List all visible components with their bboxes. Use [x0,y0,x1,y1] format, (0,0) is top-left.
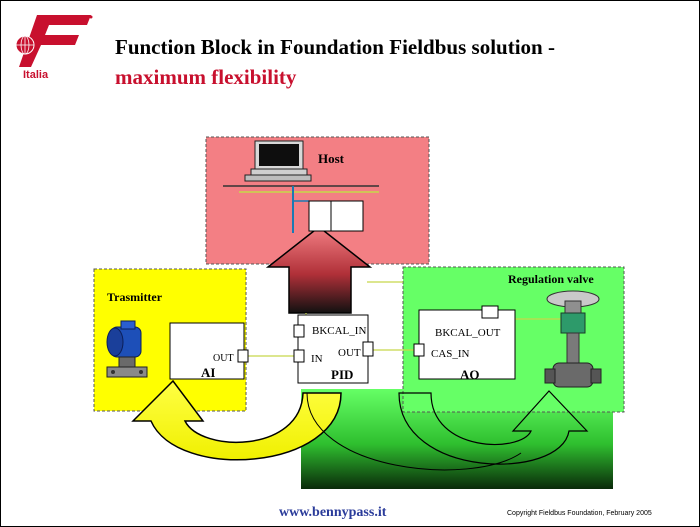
transmitter-label: Trasmitter [107,290,163,304]
host-label: Host [318,151,344,166]
feedback-arrow-to-valve [398,390,589,465]
logo-text: Italia [23,69,49,81]
ai-out-label: OUT [213,353,234,364]
pid-out-port [362,341,374,357]
pid-block [297,314,369,384]
pid-in-port [293,349,305,363]
ai-out-port [237,349,249,363]
logo [15,15,93,67]
pid-out-label: OUT [338,347,361,359]
ao-cas-in-label: CAS_IN [431,348,470,360]
valve-device-icon [544,290,602,388]
ao-block [418,309,516,380]
transmitter-device-icon [106,320,148,378]
footer-link[interactable]: www.bennypass.it [279,505,387,520]
ao-cas-in-port [413,343,425,357]
valve-label: Regulation valve [508,272,594,286]
page-title-line-2: maximum flexibility [115,65,297,89]
computer-icon [244,140,312,182]
ao-bkcal-out-port [481,305,499,319]
ao-block-name: AO [460,367,480,382]
ai-block-name: AI [201,365,216,380]
page-title-line-1: Function Block in Foundation Fieldbus so… [115,35,555,59]
footer-copyright: Copyright Fieldbus Foundation, February … [507,510,652,517]
feedback-curve-line [306,392,522,471]
pid-in-label: IN [311,353,323,365]
pid-bkcal-in-port [293,324,305,338]
feedback-arrow-to-transmitter [131,379,342,461]
pid-bkcal-in-label: BKCAL_IN [312,325,367,337]
pid-block-name: PID [331,367,354,382]
ao-bkcal-out-label: BKCAL_OUT [435,327,501,339]
host-up-arrow [265,226,373,314]
host-block [308,200,364,232]
